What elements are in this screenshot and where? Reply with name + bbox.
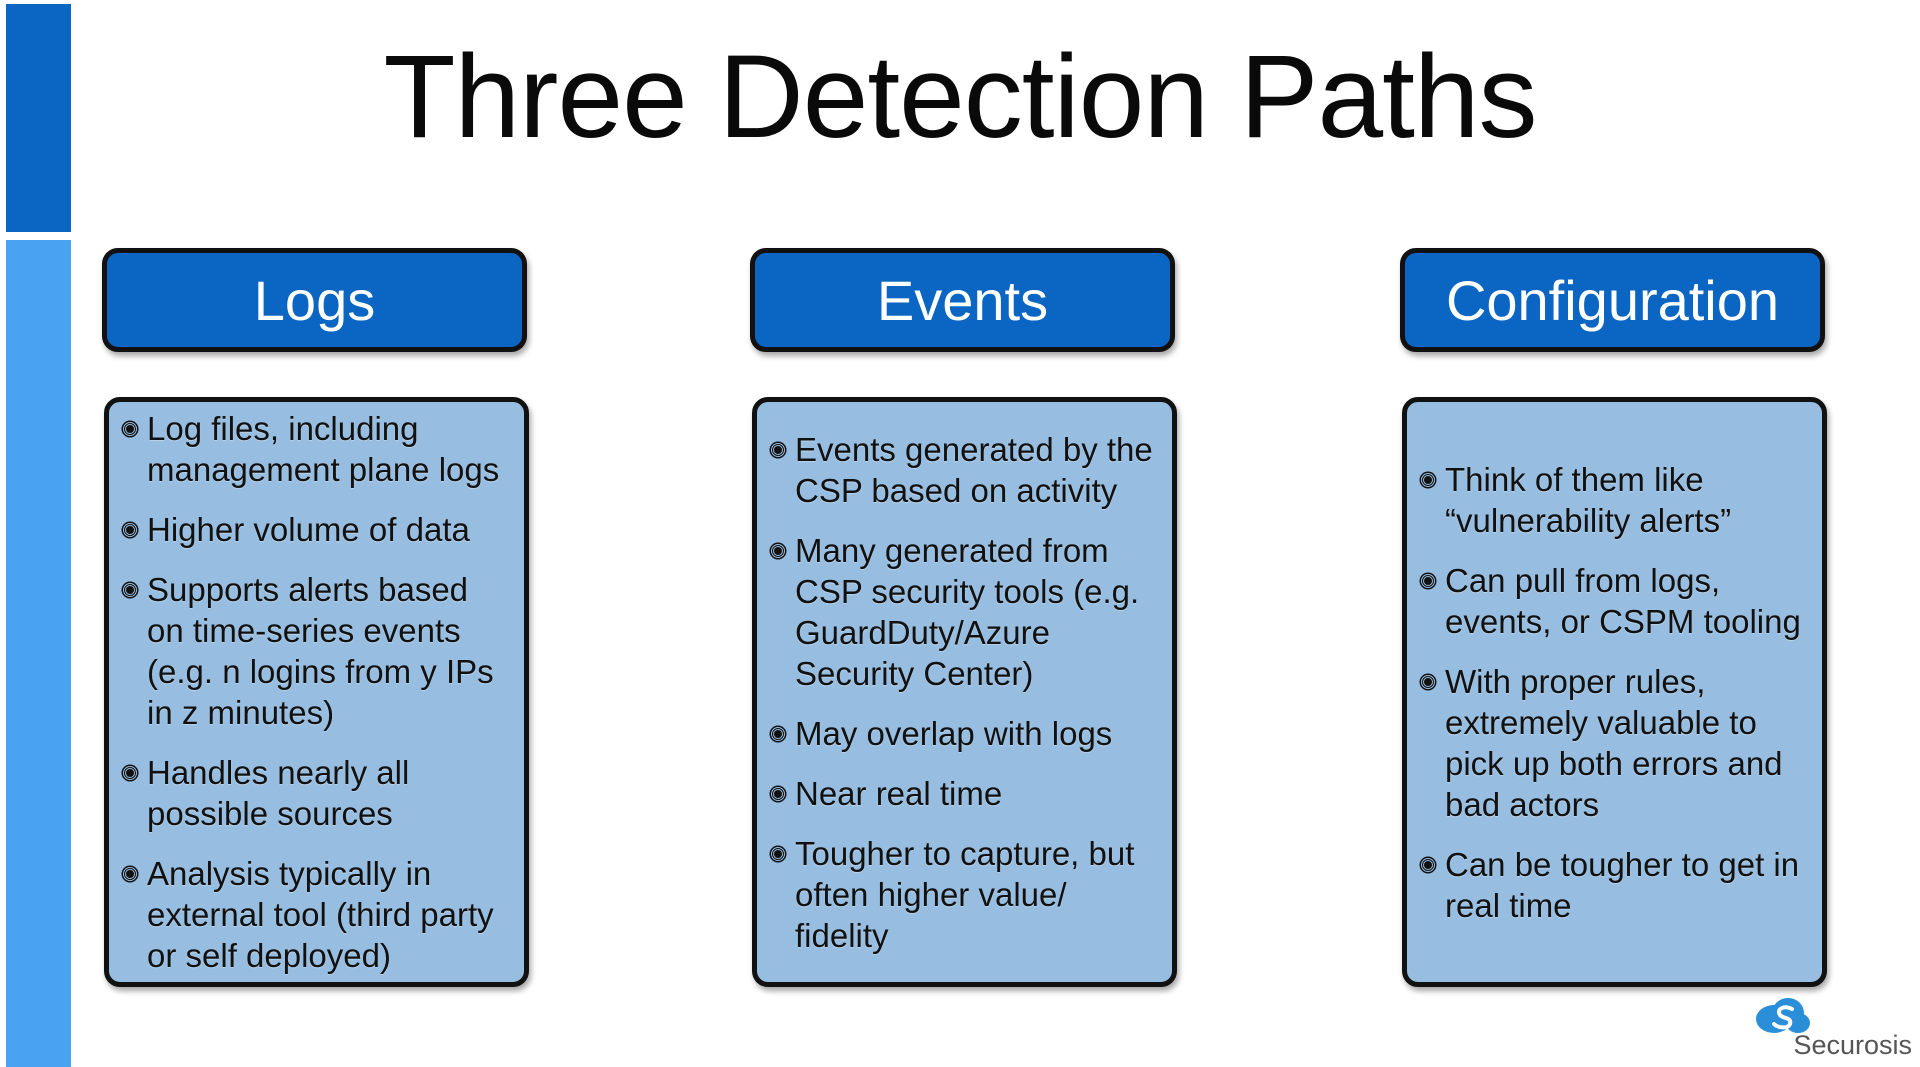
bullet-list: Log files, including management plane lo…: [119, 408, 510, 976]
list-item: Tougher to capture, but often higher val…: [767, 833, 1158, 956]
bullet-icon: [123, 583, 137, 597]
list-item: Higher volume of data: [119, 509, 510, 550]
bullet-icon: [771, 846, 785, 861]
bullet-icon: [1421, 573, 1435, 588]
column-content-configuration: Think of them like “vulnerability alerts…: [1402, 397, 1827, 987]
column-header-events: Events: [750, 248, 1175, 352]
column-content-events: Events generated by the CSP based on act…: [752, 397, 1177, 987]
column-content-logs: Log files, including management plane lo…: [104, 397, 529, 987]
cloud-s-icon: [1756, 998, 1810, 1033]
bullet-text: Many generated from CSP security tools (…: [795, 531, 1140, 692]
list-item: With proper rules, extremely valuable to…: [1417, 661, 1808, 825]
bullet-text: Think of them like “vulnerability alerts…: [1445, 460, 1732, 539]
bullet-text: Near real time: [795, 774, 1003, 812]
bullet-list: Events generated by the CSP based on act…: [767, 429, 1158, 956]
column-header-label: Configuration: [1445, 268, 1780, 332]
list-item: Supports alerts based on time-series eve…: [119, 569, 510, 733]
list-item: Can pull from logs, events, or CSPM tool…: [1417, 560, 1808, 642]
bullet-icon: [123, 766, 137, 780]
bullet-text: May overlap with logs: [795, 714, 1113, 752]
securosis-logo: Securosis: [1752, 995, 1912, 1061]
bullet-icon: [771, 442, 785, 457]
bullet-text: Higher volume of data: [147, 511, 470, 548]
bullet-icon: [771, 786, 785, 801]
bullet-list: Think of them like “vulnerability alerts…: [1417, 459, 1808, 926]
accent-bar-bottom: [6, 240, 71, 1067]
list-item: Near real time: [767, 773, 1158, 814]
bullet-icon: [1421, 472, 1435, 487]
bullet-text: Can pull from logs, events, or CSPM tool…: [1445, 561, 1801, 640]
logo-wordmark: Securosis: [1793, 1030, 1912, 1060]
list-item: Handles nearly all possible sources: [119, 752, 510, 834]
bullet-icon: [771, 543, 785, 558]
list-item: Many generated from CSP security tools (…: [767, 530, 1158, 694]
bullet-text: Handles nearly all possible sources: [147, 754, 410, 832]
list-item: Analysis typically in external tool (thi…: [119, 853, 510, 976]
bullet-icon: [1421, 857, 1435, 872]
bullet-icon: [123, 867, 137, 881]
bullet-text: Tougher to capture, but often higher val…: [795, 834, 1135, 954]
bullet-text: With proper rules, extremely valuable to…: [1445, 662, 1783, 823]
list-item: Can be tougher to get in real time: [1417, 844, 1808, 926]
bullet-icon: [1421, 674, 1435, 689]
list-item: Events generated by the CSP based on act…: [767, 429, 1158, 511]
column-header-configuration: Configuration: [1400, 248, 1825, 352]
accent-bar-top: [6, 4, 71, 232]
bullet-icon: [123, 523, 137, 537]
bullet-text: Events generated by the CSP based on act…: [795, 430, 1153, 509]
list-item: May overlap with logs: [767, 713, 1158, 754]
bullet-icon: [771, 726, 785, 741]
bullet-text: Log files, including management plane lo…: [147, 410, 500, 488]
bullet-text: Can be tougher to get in real time: [1445, 845, 1800, 924]
list-item: Log files, including management plane lo…: [119, 408, 510, 490]
column-header-label: Logs: [253, 268, 376, 332]
list-item: Think of them like “vulnerability alerts…: [1417, 459, 1808, 541]
column-header-logs: Logs: [102, 248, 527, 352]
column-header-label: Events: [876, 268, 1049, 332]
bullet-icon: [123, 422, 137, 436]
bullet-text: Supports alerts based on time-series eve…: [147, 571, 494, 731]
bullet-text: Analysis typically in external tool (thi…: [147, 855, 494, 974]
slide-title: Three Detection Paths: [383, 31, 1537, 163]
